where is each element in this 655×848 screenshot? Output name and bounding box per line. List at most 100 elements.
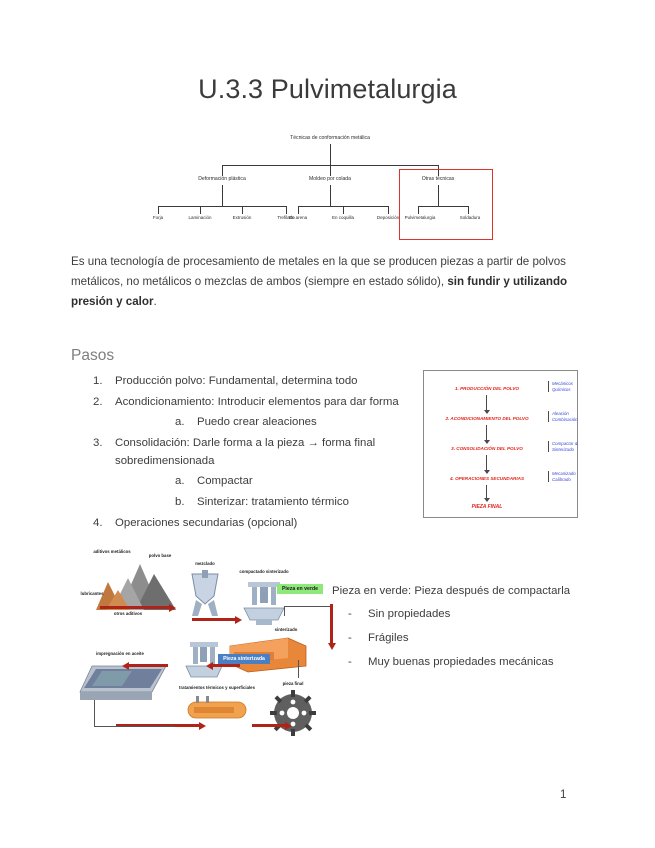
notes-bullet: - Frágiles xyxy=(332,630,587,647)
final-gear-art xyxy=(270,690,316,736)
process-arrow xyxy=(192,615,242,624)
tree-branch-moldeo-por-colada: Moldeo por colada xyxy=(309,176,351,182)
process-arrow-down xyxy=(327,604,336,650)
tree-connector xyxy=(438,165,439,176)
tree-leaf-laminacion: Laminación xyxy=(188,215,212,220)
compaction-press-art xyxy=(243,582,285,625)
label-aditivos-metalicos: aditivos metálicos xyxy=(93,549,131,554)
tree-branch-otras-tecnicas: Otras técnicas xyxy=(421,176,455,182)
page-number: 1 xyxy=(560,789,567,801)
list-marker: 1. xyxy=(93,375,103,387)
flow-stage-1: 1. PRODUCCIÓN DEL POLVO xyxy=(455,386,519,391)
tree-connector xyxy=(298,206,299,214)
label-pieza-final: pieza final xyxy=(282,681,304,686)
sub-list-marker: a. xyxy=(175,475,185,488)
tree-connector xyxy=(330,144,331,165)
flow-stage-4: 4. OPERACIONES SECUNDARIAS xyxy=(449,476,525,481)
tree-connector xyxy=(468,206,469,214)
sub-list-marker: b. xyxy=(175,496,185,509)
intro-text-part2: . xyxy=(153,294,157,308)
notes-heading: Pieza en verde: Pieza después de compact… xyxy=(332,585,571,597)
tree-connector xyxy=(222,185,223,206)
tree-leaf-en-coquilla: En coquilla xyxy=(331,215,355,220)
list-item-text: Acondicionamiento: Introducir elementos … xyxy=(115,395,399,408)
tree-leaf-extrusion: Extrusión xyxy=(232,215,252,220)
powder-heap-art xyxy=(96,564,176,610)
tree-connector xyxy=(330,165,331,176)
oil-tank-art xyxy=(79,665,167,700)
sub-list-item-text: Sinterizar: tratamiento térmico xyxy=(197,496,349,509)
list-item: 3. Consolidación: Darle forma a la pieza… xyxy=(71,435,401,512)
tree-highlight-box xyxy=(399,169,493,240)
tree-connector xyxy=(200,206,201,214)
mixer-art xyxy=(191,570,219,616)
bullet-text: Sin propiedades xyxy=(368,608,451,621)
chip-pieza-en-verde: Pieza en verde xyxy=(277,584,323,595)
powder-metallurgy-flowchart: 1. PRODUCCIÓN DEL POLVO Mecánicos Químic… xyxy=(423,370,578,518)
connector-line xyxy=(284,606,285,616)
flow-note-1: Mecánicos Químicos xyxy=(548,381,578,392)
process-arrow-left xyxy=(122,661,168,670)
connector-line xyxy=(94,700,95,726)
bullet-text: Frágiles xyxy=(368,632,409,645)
label-tratamientos-termicos: tratamientos térmicos y superficiales xyxy=(179,685,255,690)
tree-connector xyxy=(158,206,159,214)
label-impregnacion-en-aceite: impregnación en aceite xyxy=(96,651,144,656)
flow-note-3: Compactar & Sinterizado xyxy=(548,441,578,452)
flow-note-2: Aleación Combinación xyxy=(548,411,578,422)
process-arrow xyxy=(116,721,206,730)
sub-list-item-text: Puedo crear aleaciones xyxy=(197,416,317,429)
label-compactado: compactado sinterizado xyxy=(239,569,289,574)
tree-leaf-pulvimetalurgia: Pulvimetalurgia xyxy=(404,215,436,220)
list-marker: 3. xyxy=(93,437,103,450)
bullet-text: Muy buenas propiedades mecánicas xyxy=(368,656,554,669)
tree-connector xyxy=(388,206,389,214)
lower-press-art xyxy=(185,642,223,678)
chip-pieza-sinterizada: Pieza sinterizada xyxy=(218,654,270,665)
sub-list-item: a. Puedo crear aleaciones xyxy=(115,414,401,432)
flow-arrow xyxy=(484,485,491,502)
flow-note-4: Mecanizado Calibrado xyxy=(548,471,578,482)
tree-connector xyxy=(418,206,468,207)
list-item-text: Consolidación: Darle forma a la pieza → … xyxy=(115,437,376,467)
list-item-text: Producción polvo: Fundamental, determina… xyxy=(115,375,358,387)
flow-arrow xyxy=(484,395,491,414)
list-item: 2. Acondicionamiento: Introducir element… xyxy=(71,394,401,432)
process-arrow-left xyxy=(206,661,240,670)
tree-leaf-forja: Forja xyxy=(152,215,164,220)
sub-list-item-text: Compactar xyxy=(197,475,253,488)
tree-connector xyxy=(158,206,286,207)
tree-leaf-trefilado: Trefilado xyxy=(277,215,295,220)
list-item: 1. Producción polvo: Fundamental, determ… xyxy=(71,373,401,391)
label-polvo-base: polvo base xyxy=(148,553,172,558)
bullet-dash: - xyxy=(348,656,352,669)
flow-final-node: PIEZA FINAL xyxy=(471,504,503,510)
notes-bullet: - Muy buenas propiedades mecánicas xyxy=(332,654,587,671)
label-otros-aditivos: otros aditivos xyxy=(113,611,143,616)
flow-stage-2: 2. ACONDICIONAMIENTO DEL POLVO xyxy=(445,416,529,421)
sub-list-item: b. Sinterizar: tratamiento térmico xyxy=(115,494,401,512)
process-arrow xyxy=(252,721,292,730)
tree-leaf-en-arena: En arena xyxy=(288,215,308,220)
tree-connector xyxy=(343,206,344,214)
label-sinterizado: sinterizado xyxy=(274,627,298,632)
tree-branch-deformacion-plastica: Deformación plástica xyxy=(198,176,246,182)
tree-connector xyxy=(330,185,331,206)
flow-stage-3: 3. CONSOLIDACIÓN DEL POLVO xyxy=(451,446,523,451)
tree-connector xyxy=(222,165,223,176)
pasos-list: 1. Producción polvo: Fundamental, determ… xyxy=(71,373,401,535)
bullet-dash: - xyxy=(348,632,352,645)
page-title: U.3.3 Pulvimetalurgia xyxy=(198,74,457,104)
notes-block: Pieza en verde: Pieza después de compact… xyxy=(332,583,587,678)
section-heading-pasos: Pasos xyxy=(71,347,115,364)
tree-root-label: Técnicas de conformación metálica xyxy=(290,135,370,141)
tree-connector xyxy=(418,206,419,214)
list-item-text: Operaciones secundarias (opcional) xyxy=(115,516,298,529)
tree-connector xyxy=(242,206,243,214)
connector-line xyxy=(298,660,299,678)
conformation-techniques-tree: Técnicas de conformación metálica Deform… xyxy=(150,135,510,240)
process-arrow xyxy=(100,603,176,612)
tree-connector xyxy=(286,206,287,214)
intro-text-bold: sin fundir y utilizando presión y calor xyxy=(71,274,568,308)
